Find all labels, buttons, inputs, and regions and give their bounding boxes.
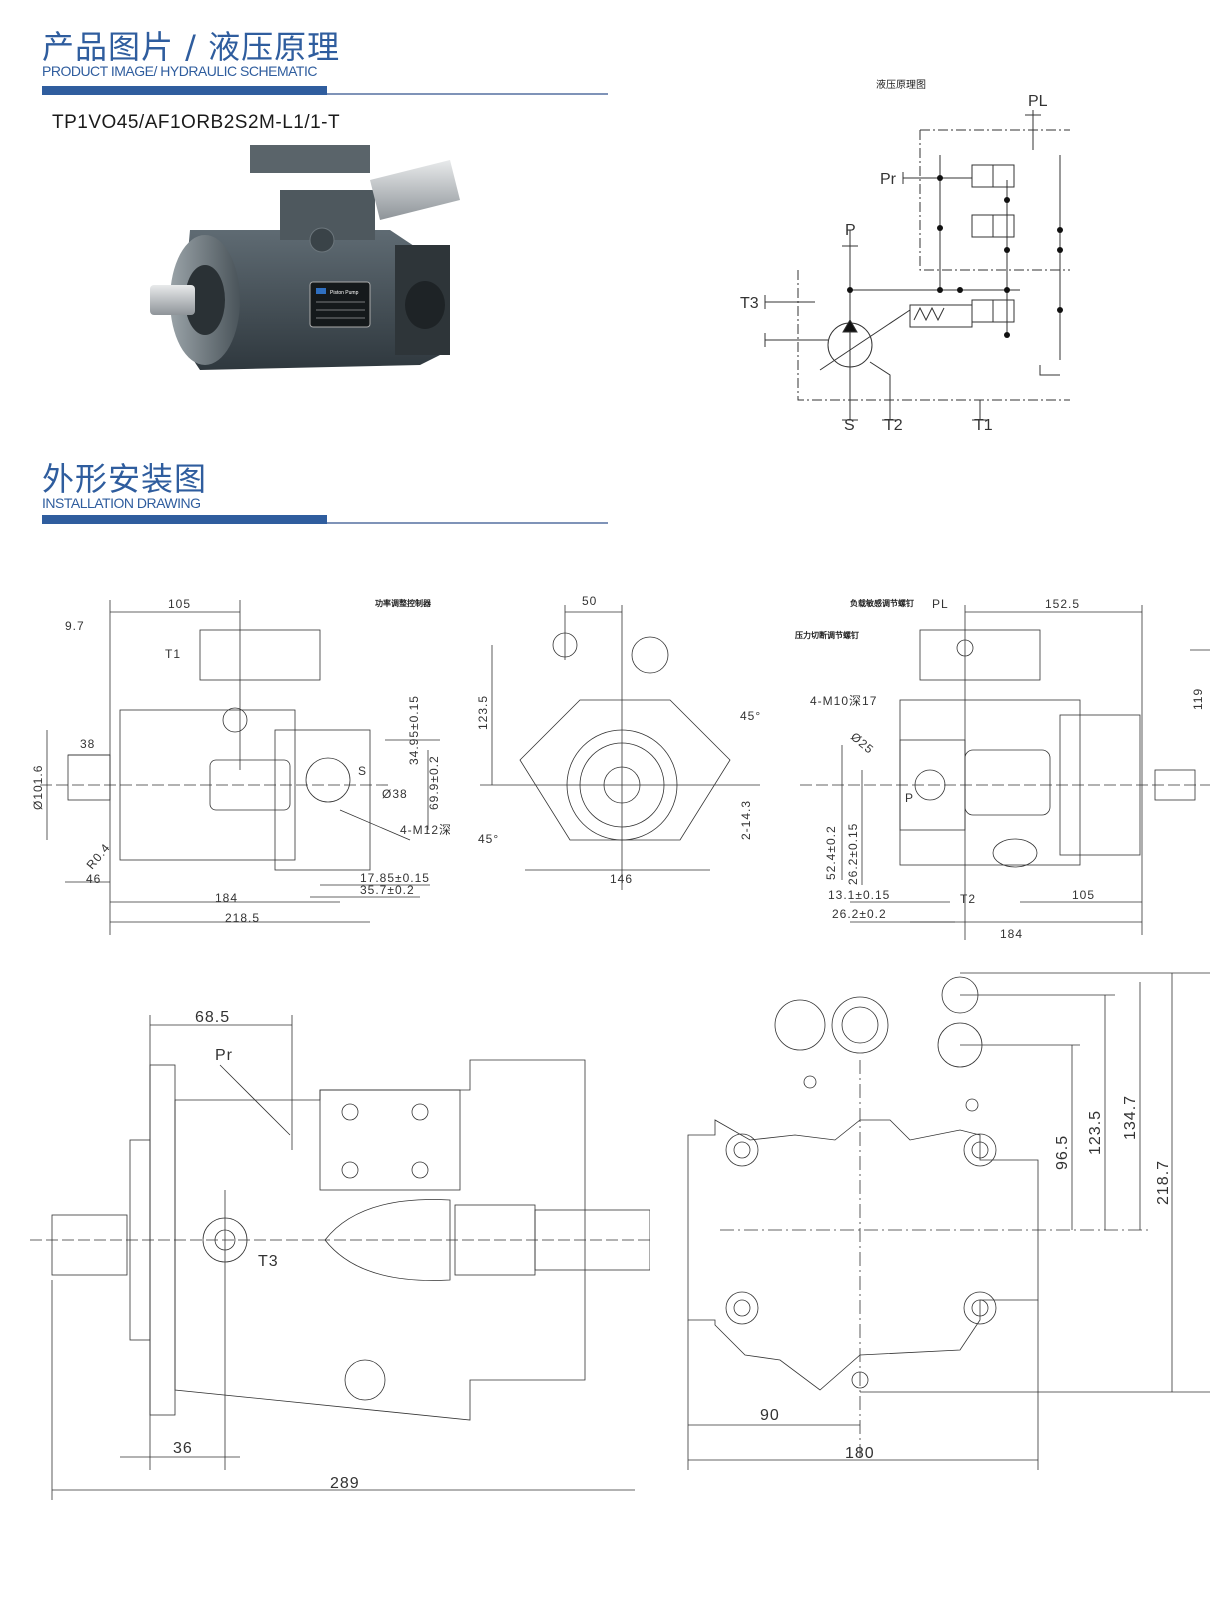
hydraulic-schematic: PL Pr P T3 S T2 T1: [740, 93, 1070, 434]
dim-218-5: 218.5: [225, 911, 260, 925]
schematic-title: 液压原理图: [876, 80, 926, 91]
port-label-pl: PL: [1028, 93, 1048, 110]
section-title-cn: 外形安装图: [42, 460, 208, 498]
nameplate-logo-icon: [316, 288, 326, 294]
label-t3: T3: [258, 1253, 279, 1270]
dim-123-5: 123.5: [1087, 1110, 1104, 1155]
dim-52-4: 52.4±0.2: [824, 825, 838, 880]
dim-184: 184: [1000, 927, 1023, 940]
port-label-t2: T2: [884, 417, 903, 434]
section-header-installation: 外形安装图 INSTALLATION DRAWING: [42, 462, 207, 510]
dim-dia-101-6: Ø101.6: [31, 765, 45, 810]
dim-dia-38: Ø38: [382, 787, 408, 801]
dim-105: 105: [168, 597, 191, 611]
section-divider: [42, 515, 608, 524]
dim-184: 184: [215, 891, 238, 905]
dim-152-5: 152.5: [1045, 597, 1080, 611]
dim-26-2-v: 26.2±0.15: [846, 823, 860, 885]
dim-96-5: 96.5: [1054, 1135, 1071, 1170]
dim-34-95: 34.95±0.15: [407, 695, 421, 765]
product-image: Piston Pump: [150, 145, 460, 370]
dim-angle-45-bottom: 45°: [478, 832, 499, 846]
dim-289: 289: [330, 1475, 360, 1492]
dim-dia-25: Ø25: [848, 730, 877, 757]
note-power-controller: 功率调整控制器: [375, 598, 432, 608]
dim-69-9: 69.9±0.2: [427, 755, 441, 810]
port-label-pr: Pr: [880, 171, 897, 188]
port-label-p: P: [845, 222, 856, 239]
section-title-en: INSTALLATION DRAWING: [42, 495, 201, 511]
dim-218-7: 218.7: [1155, 1160, 1172, 1205]
label-t1: T1: [165, 647, 181, 661]
port-label-t3: T3: [740, 295, 759, 312]
dim-r0-4: R0.4: [84, 840, 114, 871]
label-pr: Pr: [215, 1047, 233, 1064]
label-s: S: [358, 764, 367, 778]
dim-105: 105: [1072, 888, 1095, 902]
note-load-sensing-screw: 负载敏感调节螺钉: [850, 598, 914, 608]
dim-180: 180: [845, 1445, 875, 1462]
model-number: TP1VO45/AF1ORB2S2M-L1/1-T: [52, 112, 341, 133]
dim-123-5: 123.5: [476, 695, 490, 730]
dim-90: 90: [760, 1407, 780, 1424]
dim-36: 36: [173, 1440, 193, 1457]
note-pressure-cutoff-screw: 压力切断调节螺钉: [795, 630, 859, 640]
dim-134-7: 134.7: [1122, 1095, 1139, 1140]
dim-50: 50: [582, 594, 597, 608]
dim-13-1: 13.1±0.15: [828, 888, 890, 902]
dim-35-7: 35.7±0.2: [360, 883, 415, 897]
drawing-front-view: 50 123.5 45° 45° 2-14.3 146: [476, 594, 761, 890]
section-divider: [42, 86, 608, 95]
drawing-side-view-right: 负载敏感调节螺钉 压力切断调节螺钉 PL 152.5 119 4-M10深17 …: [795, 597, 1210, 940]
dim-46: 46: [86, 872, 101, 886]
label-pl: PL: [932, 597, 949, 611]
section-title-en: PRODUCT IMAGE/ HYDRAULIC SCHEMATIC: [42, 63, 317, 79]
section-header-product: 产品图片 / 液压原理 PRODUCT IMAGE/ HYDRAULIC SCH…: [42, 30, 340, 78]
dim-2-14-3: 2-14.3: [739, 800, 753, 840]
dim-26-2-h: 26.2±0.2: [832, 907, 887, 921]
drawing-side-view-left: 105 9.7 T1 38 Ø101.6 R0.4 46 184 218.5 3…: [31, 597, 450, 935]
dim-38: 38: [80, 737, 95, 751]
label-t2: T2: [960, 892, 976, 906]
dim-4-m12: 4-M12深20: [400, 823, 450, 837]
port-label-s: S: [844, 417, 855, 434]
drawing-top-view: 68.5 Pr T3 36 289: [30, 1009, 650, 1500]
drawing-rear-view: 96.5 123.5 134.7 218.7 90 180: [687, 972, 1210, 1470]
dim-4-m10: 4-M10深17: [810, 694, 877, 708]
port-label-t1: T1: [974, 417, 993, 434]
dim-146: 146: [610, 872, 633, 886]
dim-119: 119: [1191, 688, 1205, 710]
dim-angle-45-top: 45°: [740, 709, 761, 723]
label-p: P: [905, 791, 914, 805]
dim-17-85: 17.85±0.15: [360, 871, 430, 885]
nameplate-text: Piston Pump: [330, 290, 359, 296]
dim-68-5: 68.5: [195, 1009, 230, 1026]
section-title-cn: 产品图片 / 液压原理: [42, 28, 341, 66]
dim-9-7: 9.7: [65, 619, 85, 633]
